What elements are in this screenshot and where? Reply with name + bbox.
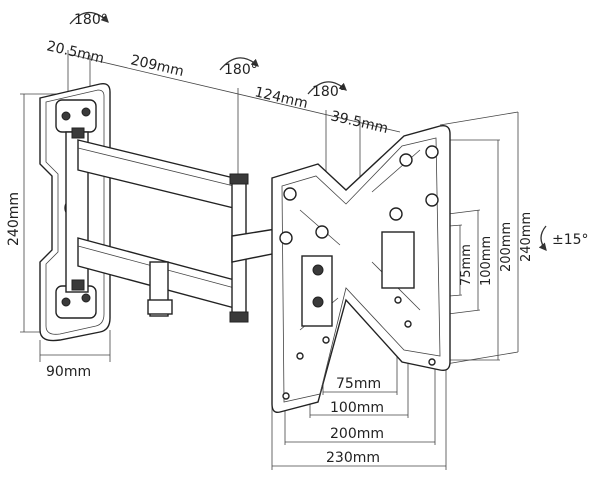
dim-vesa-75-v: 75mm [459, 244, 474, 286]
dim-vesa-200-v: 200mm [499, 222, 514, 272]
dim-vesa-230-h: 230mm [326, 450, 380, 466]
rotation-middle-label: 180° [224, 62, 258, 78]
vesa-plate [271, 124, 451, 414]
dim-vesa-240-v: 240mm [519, 212, 534, 262]
wall-plate [39, 82, 111, 342]
rotate-top-icon [69, 11, 109, 25]
dim-height: 240mm [6, 192, 22, 246]
dim-arm1: 209mm [129, 52, 185, 80]
rotation-right-label: 180° [312, 84, 346, 100]
rotate-middle-icon [219, 57, 259, 71]
dim-wall-offset: 20.5mm [45, 38, 106, 67]
dim-vesa-100-v: 100mm [479, 236, 494, 286]
dim-vesa-100-h: 100mm [330, 400, 384, 416]
tilt-icon [538, 225, 547, 251]
tilt-label: ±15° [552, 232, 589, 248]
rotate-right-icon [307, 81, 347, 95]
rotation-top-label: 180° [74, 12, 108, 28]
dim-arm2: 124mm [253, 84, 309, 112]
dim-vesa-200-h: 200mm [330, 426, 384, 442]
dim-vesa-75-h: 75mm [336, 376, 381, 392]
dim-head: 39.5mm [329, 108, 390, 137]
swing-arms [77, 139, 283, 323]
dim-plate-width: 90mm [46, 364, 91, 380]
rotation-arrows [69, 11, 547, 251]
